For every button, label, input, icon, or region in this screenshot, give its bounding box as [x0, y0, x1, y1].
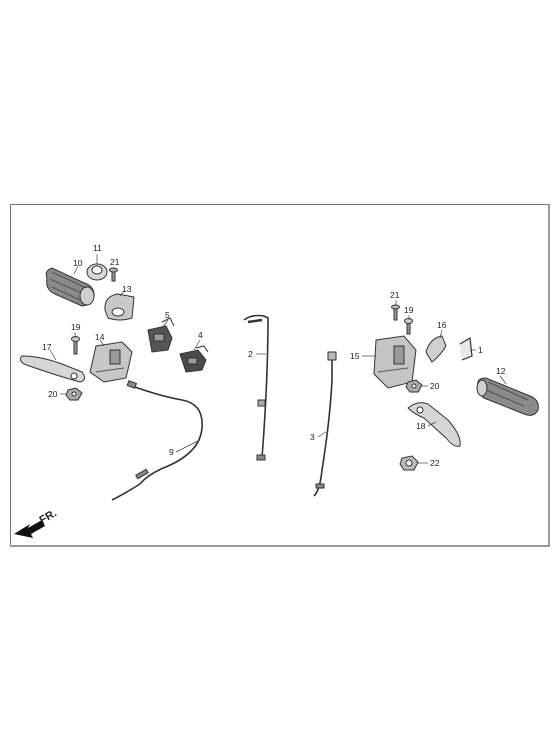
- left-lever: [19, 355, 86, 383]
- label-3: 3: [310, 432, 315, 442]
- holder: [425, 335, 447, 363]
- label-5: 5: [165, 310, 170, 320]
- clutch-cable: [111, 380, 203, 501]
- throttle-cable: [243, 314, 269, 461]
- nut-22: [399, 455, 419, 471]
- horn-switch: [179, 345, 209, 373]
- bolt-right: [404, 318, 413, 335]
- front-direction-label: FR.: [38, 507, 59, 526]
- left-grip: [45, 267, 95, 307]
- label-19-right: 19: [404, 305, 414, 315]
- label-14: 14: [95, 332, 105, 342]
- nut-right: [405, 379, 423, 393]
- label-12: 12: [496, 366, 506, 376]
- clip: [459, 337, 473, 361]
- label-20-left: 20: [48, 389, 58, 399]
- screw-right: [391, 304, 400, 321]
- left-switch: [147, 317, 175, 353]
- lever-bracket: [89, 341, 133, 383]
- right-lever: [407, 402, 461, 447]
- front-arrow-icon: [14, 520, 45, 538]
- throttle-collar: [86, 263, 108, 281]
- label-17: 17: [42, 342, 52, 352]
- choke-cable: [313, 351, 337, 497]
- label-9: 9: [169, 447, 174, 457]
- right-grip: [476, 377, 539, 416]
- screw-left: [109, 267, 118, 282]
- label-13: 13: [122, 284, 132, 294]
- label-22: 22: [430, 458, 440, 468]
- label-19-left: 19: [71, 322, 81, 332]
- label-1: 1: [478, 345, 483, 355]
- label-4: 4: [198, 330, 203, 340]
- label-15: 15: [350, 351, 360, 361]
- label-21-left: 21: [110, 257, 120, 267]
- bolt-left: [71, 336, 80, 355]
- nut-left: [65, 387, 83, 401]
- right-bracket: [373, 335, 417, 389]
- label-20-right: 20: [430, 381, 440, 391]
- label-18: 18: [416, 421, 426, 431]
- label-11: 11: [93, 243, 102, 253]
- label-10: 10: [73, 258, 83, 268]
- label-16: 16: [437, 320, 447, 330]
- switch-housing: [104, 293, 135, 321]
- label-21-right: 21: [390, 290, 400, 300]
- label-2: 2: [248, 349, 253, 359]
